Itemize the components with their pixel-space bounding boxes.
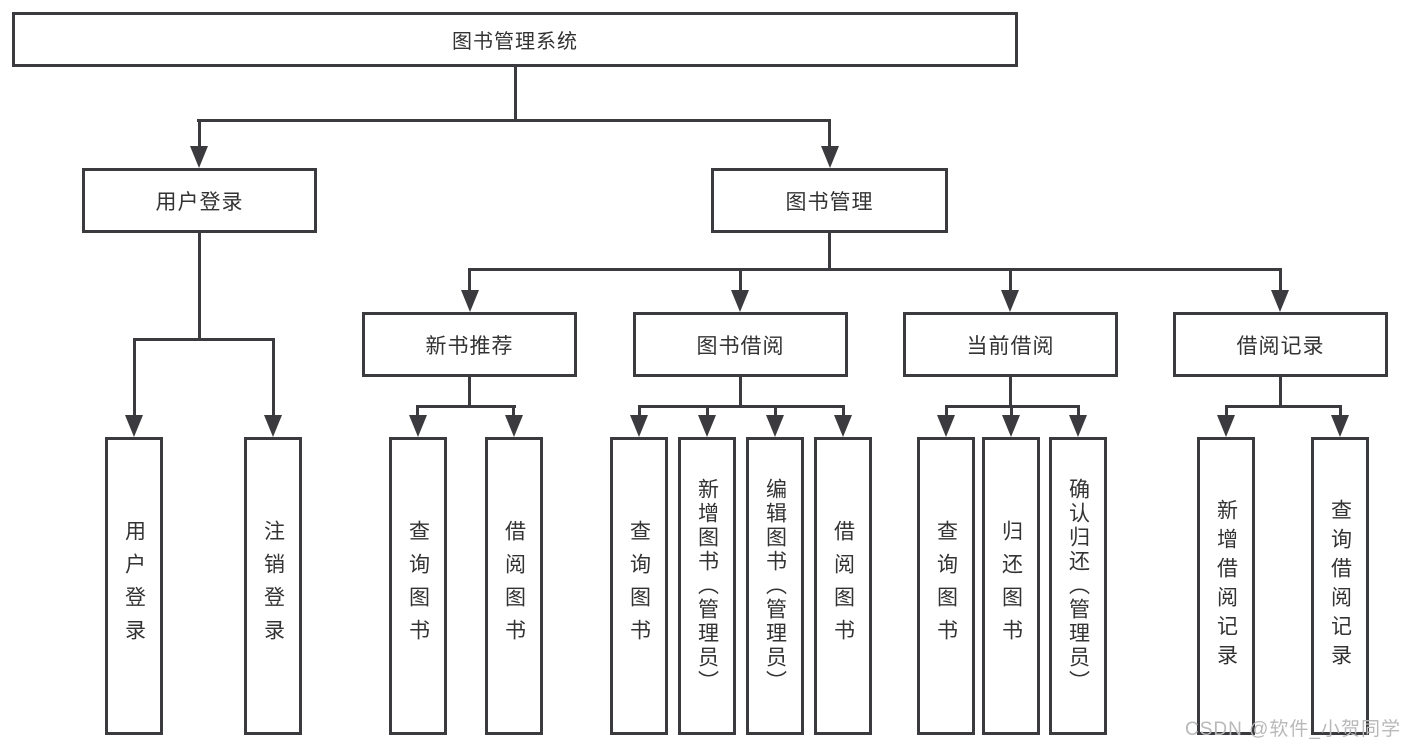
arrow-down-icon	[125, 415, 143, 437]
arrow-down-icon	[1217, 415, 1235, 437]
edge-user-login-hbar	[133, 338, 275, 341]
arrow-down-icon	[1331, 415, 1349, 437]
edge-leaf-stem	[416, 405, 419, 419]
leaf-add-borrow-record: 新增借阅记录	[1197, 437, 1255, 735]
edge-leaf-stem	[1339, 405, 1342, 419]
leaf-edit-books-admin: 编辑图书（管理员）	[746, 437, 804, 735]
leaf-label: 归还图书	[999, 520, 1023, 652]
arrow-down-icon	[821, 146, 839, 168]
edge-borrow-record-stem	[1279, 374, 1282, 407]
leaf-query-books-borrow: 查询图书	[610, 437, 668, 735]
edge-leaf-stem	[842, 405, 845, 419]
csdn-watermark: CSDN @软件_小贺同学	[1185, 719, 1401, 740]
leaf-label: 查询借阅记录	[1328, 499, 1352, 673]
leaf-label: 查询图书	[406, 520, 430, 652]
leaf-query-books-newbook: 查询图书	[389, 437, 447, 735]
edge-leaf-stem	[1225, 405, 1228, 419]
node-book-borrow: 图书借阅	[633, 312, 848, 377]
leaf-label: 借阅图书	[502, 520, 526, 652]
arrow-down-icon	[731, 290, 749, 312]
edge-book-borrow-hbar	[638, 405, 845, 408]
edge-user-login-stem	[198, 231, 201, 341]
arrow-down-icon	[461, 290, 479, 312]
leaf-query-books-current: 查询图书	[917, 437, 975, 735]
edge-current-borrow-stem	[1009, 374, 1012, 407]
leaf-confirm-return-admin: 确认归还（管理员）	[1049, 437, 1107, 735]
arrow-down-icon	[630, 415, 648, 437]
arrow-down-icon	[1271, 290, 1289, 312]
edge-root-stem	[514, 64, 517, 122]
edge-leaf-stem	[638, 405, 641, 419]
edge-leaf-stem	[945, 405, 948, 419]
arrow-down-icon	[1002, 415, 1020, 437]
edge-new-book-hbar	[416, 405, 516, 408]
node-book-management: 图书管理	[711, 168, 948, 233]
arrow-down-icon	[698, 415, 716, 437]
leaf-add-books-admin: 新增图书（管理员）	[678, 437, 736, 735]
arrow-down-icon	[190, 146, 208, 168]
edge-borrow-record-hbar	[1225, 405, 1340, 408]
node-root-library-system: 图书管理系统	[12, 12, 1018, 67]
edge-leaf-stem	[512, 405, 515, 419]
edge-to-user-login	[198, 119, 201, 150]
edge-to-current-borrow	[1009, 268, 1012, 295]
edge-root-hbar	[197, 119, 831, 122]
edge-leaf-stem	[774, 405, 777, 419]
edge-to-borrow-record	[1279, 268, 1282, 295]
edge-to-new-book	[468, 268, 471, 295]
leaf-logout: 注销登录	[244, 437, 302, 735]
arrow-down-icon	[409, 415, 427, 437]
arrow-down-icon	[505, 415, 523, 437]
leaf-label: 编辑图书（管理员）	[763, 478, 787, 694]
edge-book-mgmt-stem	[828, 231, 831, 271]
leaf-query-borrow-record: 查询借阅记录	[1311, 437, 1369, 735]
arrow-down-icon	[1001, 290, 1019, 312]
edge-leaf-stem	[706, 405, 709, 419]
arrow-down-icon	[937, 415, 955, 437]
arrow-down-icon	[834, 415, 852, 437]
leaf-label: 注销登录	[261, 520, 285, 652]
leaf-label: 查询图书	[627, 520, 651, 652]
node-user-login: 用户登录	[82, 168, 317, 233]
leaf-label: 新增图书（管理员）	[695, 478, 719, 694]
arrow-down-icon	[1069, 415, 1087, 437]
edge-leaf-stem	[1077, 405, 1080, 419]
leaf-borrow-books: 借阅图书	[814, 437, 872, 735]
edge-new-book-stem	[468, 374, 471, 407]
arrow-down-icon	[766, 415, 784, 437]
edge-to-leaf-login	[133, 338, 136, 420]
edge-book-mgmt-hbar	[468, 268, 1282, 271]
edge-to-book-management	[828, 119, 831, 150]
leaf-return-books: 归还图书	[982, 437, 1040, 735]
edge-to-book-borrow	[739, 268, 742, 295]
leaf-label: 确认归还（管理员）	[1066, 478, 1090, 694]
node-current-borrow: 当前借阅	[903, 312, 1118, 377]
node-new-book-recommend: 新书推荐	[362, 312, 577, 377]
edge-leaf-stem	[1010, 405, 1013, 419]
leaf-label: 新增借阅记录	[1214, 499, 1238, 673]
edge-to-leaf-logout	[272, 338, 275, 420]
leaf-label: 用户登录	[122, 520, 146, 652]
leaf-user-login: 用户登录	[105, 437, 163, 735]
node-borrow-record: 借阅记录	[1173, 312, 1388, 377]
leaf-label: 借阅图书	[831, 520, 855, 652]
leaf-label: 查询图书	[934, 520, 958, 652]
leaf-borrow-books-newbook: 借阅图书	[485, 437, 543, 735]
arrow-down-icon	[264, 415, 282, 437]
edge-book-borrow-stem	[739, 374, 742, 407]
